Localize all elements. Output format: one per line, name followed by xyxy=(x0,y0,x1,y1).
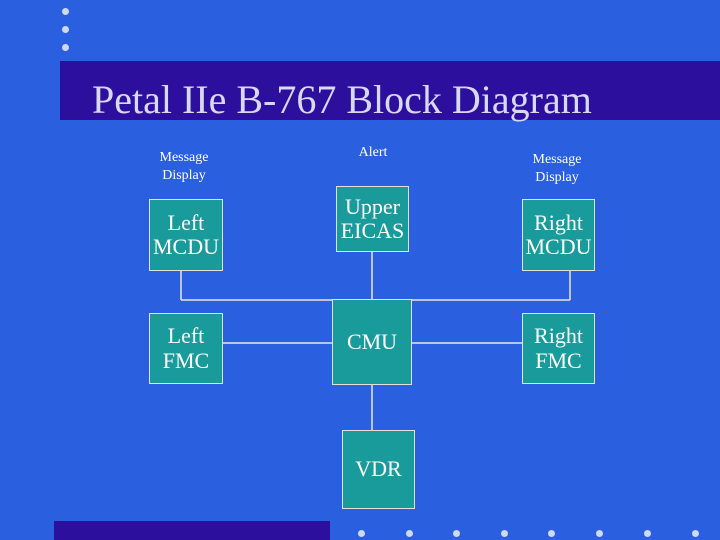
bullet-dot xyxy=(548,530,555,537)
bullet-dot xyxy=(501,530,508,537)
right-fmc-box: Right FMC xyxy=(522,313,595,384)
bullet-dot xyxy=(596,530,603,537)
left-mcdu-box: Left MCDU xyxy=(149,199,223,271)
bullet-dot xyxy=(62,26,69,33)
slide-title: Petal IIe B-767 Block Diagram xyxy=(92,77,592,122)
right-mcdu-box: Right MCDU xyxy=(522,199,595,271)
left-fmc-box: Left FMC xyxy=(149,313,223,384)
upper-eicas-box: Upper EICAS xyxy=(336,186,409,252)
bullet-dot xyxy=(62,44,69,51)
bullet-dot xyxy=(692,530,699,537)
bullet-dot xyxy=(62,8,69,15)
bullet-dot xyxy=(644,530,651,537)
left-message-display-label: Message Display xyxy=(159,150,209,184)
bottom-band xyxy=(54,521,330,540)
alert-label: Alert xyxy=(358,145,388,160)
bullet-dot xyxy=(453,530,460,537)
bullet-dot xyxy=(358,530,365,537)
right-message-display-label: Message Display xyxy=(532,152,582,186)
title-band xyxy=(60,61,720,120)
cmu-box: CMU xyxy=(332,299,412,385)
bullet-dot xyxy=(406,530,413,537)
vdr-box: VDR xyxy=(342,430,415,509)
